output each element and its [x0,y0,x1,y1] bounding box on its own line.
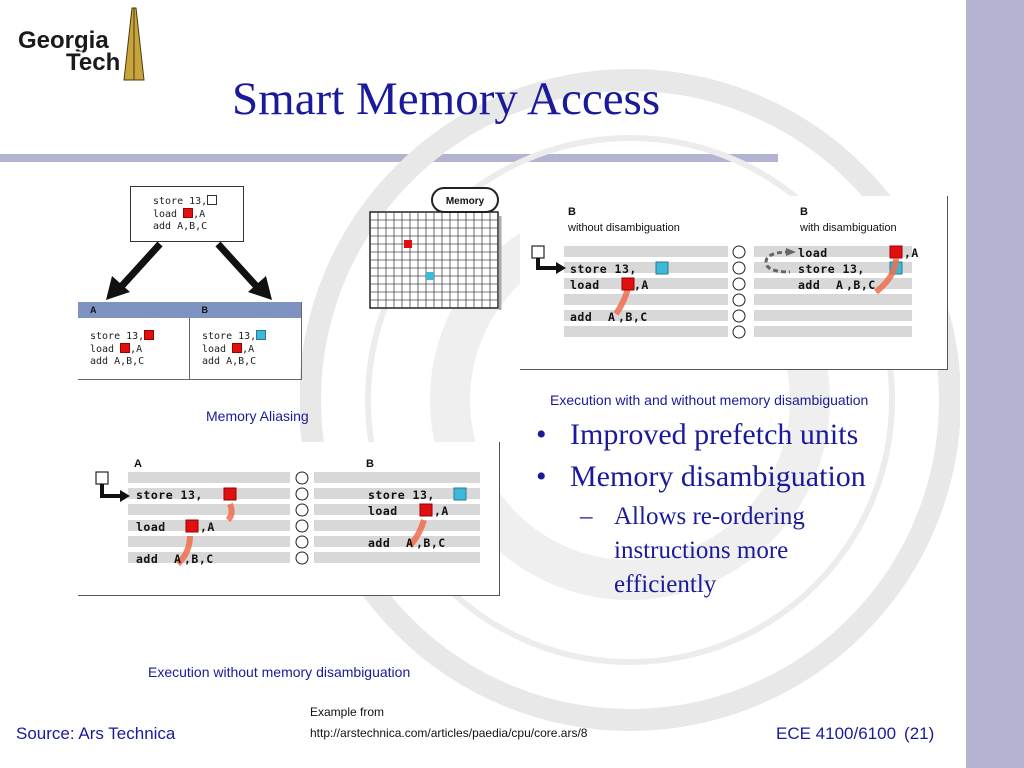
aliasing-code-box: store 13, load ,A add A,B,C [130,186,244,242]
exec-l-add-a: A [608,310,616,324]
logo-line2: Tech [66,49,120,76]
exec2-b-store: store 13, [368,488,435,502]
bullet-prefetch: Improved prefetch units [570,418,859,451]
code-load: load [153,209,184,220]
b-load-target: ,A [242,344,255,355]
a-store: store 13, [90,331,145,342]
exec2-b-add-rest: ,B,C [416,536,446,550]
blue-memory-cell [426,272,434,280]
exec-l-add-rest: ,B,C [618,310,648,324]
bullet-disambiguation: Memory disambiguation [570,460,866,493]
sub-bullet-reordering: Allows re-ordering instructions more eff… [614,503,805,598]
bullet-marker: • [536,418,547,451]
red-square-icon [144,330,155,340]
exec-right-sub: with disambiguation [800,222,897,234]
georgia-tech-logo: Georgia Tech [16,7,145,81]
exec2-a-load-target: ,A [200,520,215,534]
red-square-icon [232,343,243,353]
blue-square-icon [256,330,267,340]
page-number: (21) [904,724,935,743]
code-store: store 13, [153,196,208,207]
exec-left-sub: without disambiguation [568,222,680,234]
logo-line1: Georgia [18,27,109,54]
aliasing-col-a: A [90,305,97,315]
caption-exec-with-without: Execution with and without memory disamb… [550,392,869,408]
exec-right-head: B [800,206,808,218]
exec2-b-load: load [368,504,398,518]
footer-source: Source: Ars Technica [16,724,176,743]
memory-grid: Memory [369,187,502,310]
bullet-marker: • [536,460,547,493]
exec-left-head: B [568,206,576,218]
footer-example-url[interactable]: http://arstechnica.com/articles/paedia/c… [310,726,588,740]
code-add: add A,B,C [153,221,208,232]
footer-example: Example from http://arstechnica.com/arti… [310,702,587,744]
caption-memory-aliasing: Memory Aliasing [206,408,309,424]
exec-l-load-target: ,A [634,278,649,292]
b-add: add A,B,C [202,356,257,367]
exec2-a-add-a: A [174,552,182,566]
aliasing-table: A B store 13, load ,A add A,B,C store 13… [78,302,302,380]
exec2-head-b: B [366,458,374,470]
exec2-b-add-a: A [406,536,414,550]
bullet-list: • Improved prefetch units • Memory disambi… [534,416,874,602]
exec2-a-add-rest: ,B,C [184,552,214,566]
exec-r-add: add [798,278,821,292]
aliasing-col-b-code: store 13, load ,A add A,B,C [190,318,301,380]
sub-bullet-marker: – [580,503,593,530]
b-store: store 13, [202,331,257,342]
exec2-a-add: add [136,552,159,566]
sub-bullet-item: –Allows re-ordering instructions more ef… [534,500,874,602]
exec-diagram-no-disambiguation: A B store 13, load ,A add A ,B,C store 1… [78,442,500,596]
course-number: ECE 4100/6100 [776,724,897,743]
right-stripe [966,0,1024,768]
exec-r-add-rest: ,B,C [846,278,876,292]
exec-diagram-disambiguation: B without disambiguation B with disambig… [520,196,948,370]
footer-course: ECE 4100/6100 (21) [776,724,934,744]
footer-example-label: Example from [310,705,385,719]
exec-l-add: add [570,310,593,324]
red-square-icon [120,343,131,353]
exec-r-add-a: A [836,278,844,292]
slide-title: Smart Memory Access [232,73,661,125]
a-load: load [90,344,121,355]
bullet-item: • Improved prefetch units [534,416,874,454]
exec-r-load: load [798,246,828,260]
aliasing-col-b: B [201,305,209,315]
exec-r-load-target: ,A [904,246,919,260]
a-load-target: ,A [130,344,143,355]
bullet-item: • Memory disambiguation [534,458,874,496]
code-load-target: ,A [193,209,206,220]
aliasing-table-header: A B [78,302,301,318]
exec-r-store: store 13, [798,262,865,276]
exec2-a-store: store 13, [136,488,203,502]
red-memory-cell [404,240,412,248]
empty-square-icon [207,195,218,205]
red-square-icon [183,208,194,218]
exec2-b-load-target: ,A [434,504,449,518]
exec2-b-add: add [368,536,391,550]
exec-l-load: load [570,278,600,292]
caption-exec-without: Execution without memory disambiguation [148,664,411,680]
exec2-a-load: load [136,520,166,534]
aliasing-col-a-code: store 13, load ,A add A,B,C [78,318,190,380]
title-rule [0,154,778,162]
exec-l-store: store 13, [570,262,637,276]
memory-label: Memory [446,196,485,207]
a-add: add A,B,C [90,356,145,367]
split-arrows-icon [106,241,272,300]
exec2-head-a: A [134,458,142,470]
b-load: load [202,344,233,355]
